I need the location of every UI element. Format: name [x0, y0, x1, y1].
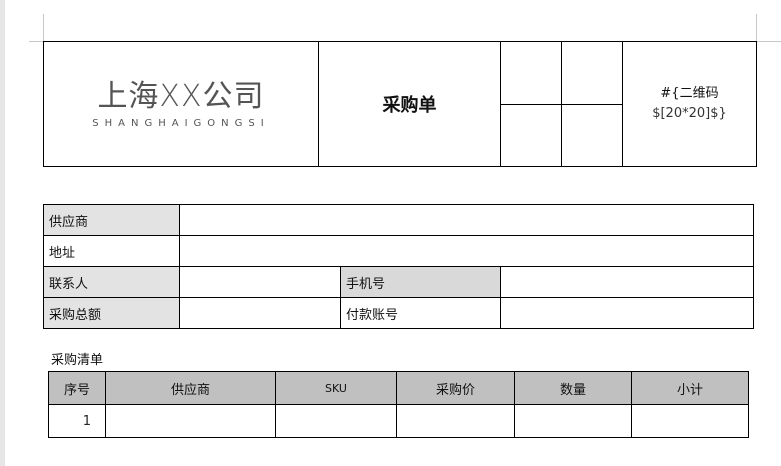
qr-placeholder: #{二维码 $[20*20]$} [622, 41, 757, 167]
header-cell[interactable] [500, 103, 562, 167]
logo-text: 上海XX公司 [97, 78, 265, 114]
page-edge [0, 0, 5, 466]
total-field[interactable] [179, 297, 341, 329]
contact-field[interactable] [179, 266, 341, 298]
address-field[interactable] [179, 235, 754, 267]
cell-subtotal[interactable] [631, 404, 749, 438]
total-label: 采购总额 [43, 297, 180, 329]
crop-mark [756, 41, 781, 42]
qr-line2: $[20*20]$} [652, 106, 727, 121]
cell-sku[interactable] [275, 404, 397, 438]
cell-price[interactable] [396, 404, 515, 438]
header-table: 上海XX公司 SHANGHAIGONGSI 采购单 #{二维码 $[20*20]… [43, 41, 757, 167]
row-number: 1 [48, 404, 106, 438]
address-label: 地址 [43, 235, 180, 267]
account-field[interactable] [500, 297, 754, 329]
header-cell[interactable] [561, 41, 623, 105]
supplier-label: 供应商 [43, 204, 180, 236]
cell-supplier[interactable] [105, 404, 276, 438]
column-header: 数量 [514, 371, 632, 405]
phone-label: 手机号 [340, 266, 501, 298]
items-table: 序号 供应商 SKU 采购价 数量 小计 1 [48, 371, 749, 438]
info-table: 供应商 地址 联系人 手机号 采购总额 付款账号 [43, 204, 754, 329]
account-label: 付款账号 [340, 297, 501, 329]
document-title: 采购单 [318, 41, 501, 167]
table-row: 1 [48, 404, 749, 438]
items-title: 采购清单 [51, 353, 104, 368]
column-header: 序号 [48, 371, 106, 405]
column-header: 采购价 [396, 371, 515, 405]
contact-label: 联系人 [43, 266, 180, 298]
crop-mark [29, 41, 43, 42]
column-header: SKU [275, 371, 397, 405]
supplier-field[interactable] [179, 204, 754, 236]
crop-mark [43, 14, 44, 41]
phone-field[interactable] [500, 266, 754, 298]
company-logo: 上海XX公司 SHANGHAIGONGSI [43, 41, 319, 167]
column-header: 小计 [631, 371, 749, 405]
header-cell[interactable] [561, 103, 623, 167]
qr-line1: #{二维码 [660, 86, 719, 101]
logo-subtext: SHANGHAIGONGSI [92, 117, 270, 129]
column-header: 供应商 [105, 371, 276, 405]
header-cell[interactable] [500, 41, 562, 105]
crop-mark [756, 14, 757, 41]
cell-quantity[interactable] [514, 404, 632, 438]
